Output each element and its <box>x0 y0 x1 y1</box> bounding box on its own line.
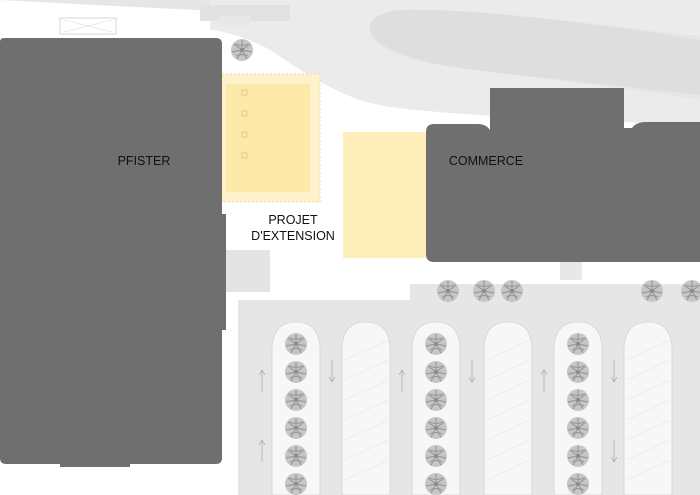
project-label-line1: PROJET <box>268 213 318 227</box>
pfister-label: PFISTER <box>118 154 171 168</box>
service-block-2 <box>560 262 582 280</box>
commerce-building <box>426 88 700 262</box>
parking-area <box>238 284 700 495</box>
pfister-building <box>0 38 226 467</box>
project-label-line2: D'EXTENSION <box>251 229 335 243</box>
extension-area <box>221 73 429 258</box>
commerce-label: COMMERCE <box>449 154 523 168</box>
service-block <box>222 250 270 292</box>
